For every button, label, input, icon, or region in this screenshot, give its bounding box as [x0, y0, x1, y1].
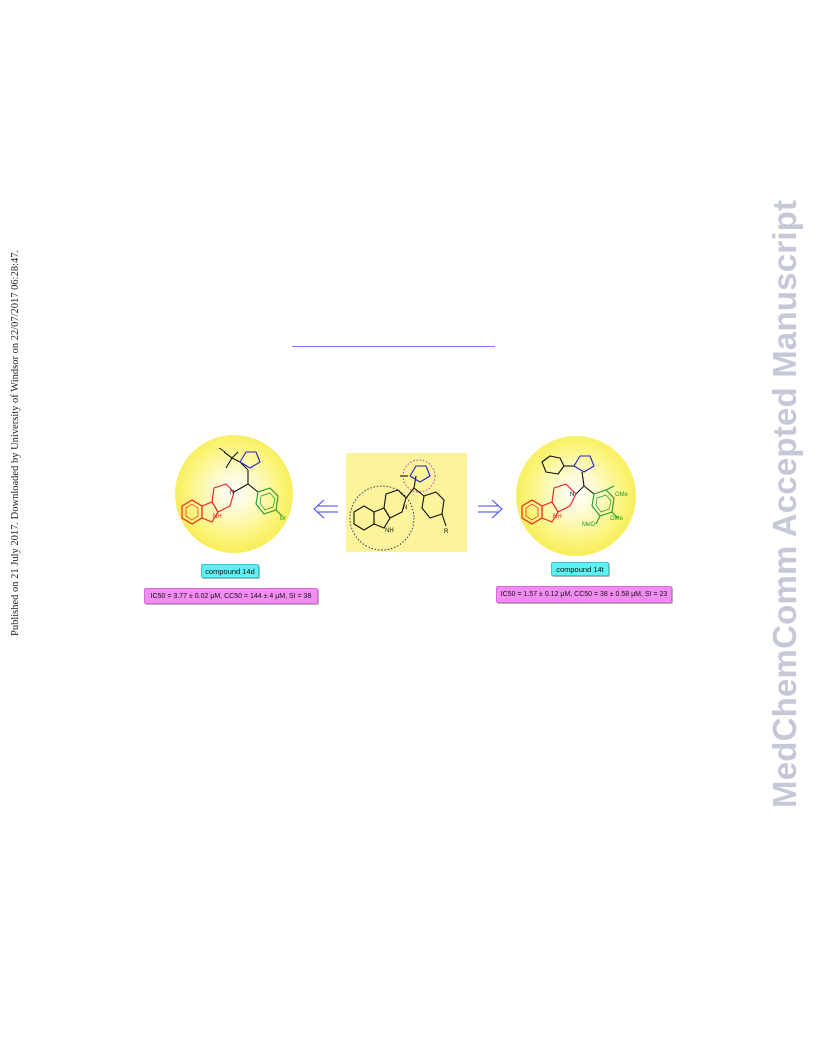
compound-label-right: compound 14t	[551, 562, 609, 576]
aryl-14d	[255, 487, 283, 517]
meo-label: MeO	[582, 522, 595, 528]
nh-label-14t: NH	[553, 514, 562, 520]
arrow-right	[478, 499, 503, 519]
structure-14d	[181, 447, 283, 525]
n-label-14d: N	[230, 490, 234, 496]
carboline-highlight	[349, 485, 415, 551]
nh-label-14d: NH	[213, 514, 222, 520]
activity-box-left: IC50 = 3.77 ± 0.02 μM, CC50 = 144 ± 4 μM…	[144, 588, 318, 604]
atom-labels: NH N Br NH N R NH N OMe OMe MeO	[213, 490, 629, 535]
header-rule	[292, 346, 495, 347]
ome-label-bottom: OMe	[610, 516, 624, 522]
structure-14t	[521, 455, 619, 525]
n-label-scaffold: N	[403, 505, 407, 511]
r-label: R	[444, 529, 449, 535]
tetrazole-14d	[239, 451, 261, 469]
right-halo	[516, 436, 636, 556]
n-label-14t: N	[570, 492, 574, 498]
compound-label-left: compound 14d	[201, 564, 259, 578]
ome-label-top: OMe	[615, 492, 629, 498]
br-label: Br	[280, 516, 286, 522]
general-scaffold	[349, 459, 447, 551]
center-panel	[346, 453, 467, 552]
activity-box-right: IC50 = 1.57 ± 0.12 μM, CC50 = 38 ± 0.58 …	[496, 586, 672, 603]
nh-label-scaffold: NH	[385, 528, 394, 534]
arrow-left	[313, 499, 338, 519]
